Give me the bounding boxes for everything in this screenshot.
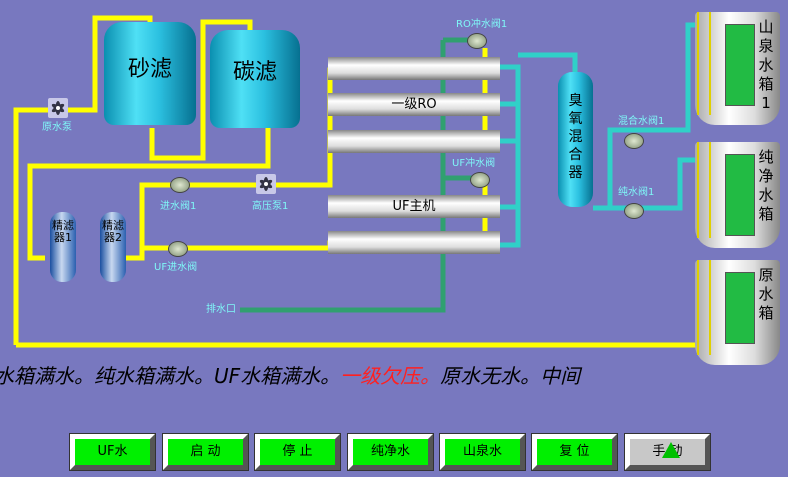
membrane-tube bbox=[328, 57, 500, 80]
ro-clean-valve1-label: RO冲水阀1 bbox=[456, 19, 508, 30]
fine-filter-2: 精滤器2 bbox=[100, 212, 126, 282]
hp-pump1-label: 高压泵1 bbox=[252, 201, 289, 212]
stop-button[interactable]: 停 止 bbox=[254, 433, 341, 471]
pure-valve1[interactable] bbox=[624, 203, 644, 219]
level-indicator bbox=[725, 154, 755, 236]
pure-water-tank: 纯净水箱 bbox=[695, 142, 780, 248]
tank-name: 原水箱 bbox=[758, 266, 774, 322]
level-indicator bbox=[725, 272, 755, 344]
spring-water-button[interactable]: 山泉水 bbox=[439, 433, 526, 471]
uf-inlet-valve[interactable] bbox=[168, 241, 188, 257]
membrane-tube bbox=[328, 130, 500, 153]
mix-valve1[interactable] bbox=[624, 133, 644, 149]
fine-filter-1: 精滤器1 bbox=[50, 212, 76, 282]
ladder bbox=[697, 142, 711, 238]
alarm-marquee: 水箱满水。纯水箱满水。UF水箱满水。一级欠压。原水无水。中间 bbox=[0, 360, 580, 389]
uf-water-button[interactable]: UF水 bbox=[69, 433, 156, 471]
inlet-valve1-label: 进水阀1 bbox=[160, 201, 197, 212]
ladder bbox=[697, 12, 711, 115]
reset-button[interactable]: 复 位 bbox=[531, 433, 618, 471]
start-button[interactable]: 启 动 bbox=[162, 433, 249, 471]
raw-water-tank: 原水箱 bbox=[695, 260, 780, 365]
uf-tube: UF主机 bbox=[328, 195, 500, 218]
raw-pump-label: 原水泵 bbox=[42, 122, 72, 133]
alarm-warning: 一级欠压。 bbox=[340, 364, 441, 388]
level-indicator bbox=[725, 24, 755, 106]
sand-filter-tank: 砂滤 bbox=[104, 22, 196, 125]
ro-tube: 一级RO bbox=[328, 93, 500, 116]
raw-pump-fan-icon[interactable] bbox=[48, 98, 68, 118]
drain-label: 排水口 bbox=[206, 304, 236, 315]
membrane-tube bbox=[328, 231, 500, 254]
ro-clean-valve1[interactable] bbox=[467, 33, 487, 49]
inlet-valve1[interactable] bbox=[170, 177, 190, 193]
uf-inlet-valve-label: UF进水阀 bbox=[154, 262, 198, 273]
uf-clean-valve-label: UF冲水阀 bbox=[452, 158, 496, 169]
pure-water-button[interactable]: 纯净水 bbox=[347, 433, 434, 471]
ozone-mixer: 臭氧混合器 bbox=[558, 72, 593, 207]
alarm-text: 原水无水。中间 bbox=[440, 364, 581, 388]
pure-valve1-label: 纯水阀1 bbox=[618, 187, 655, 198]
alarm-text: 水箱满水。纯水箱满水。UF水箱满水。 bbox=[0, 364, 341, 388]
mix-valve1-label: 混合水阀1 bbox=[618, 116, 665, 127]
manual-button[interactable]: 手 动 bbox=[624, 433, 711, 471]
manual-button-label: 手 动 bbox=[652, 444, 683, 459]
tank-name: 山泉水箱1 bbox=[758, 18, 774, 112]
ladder bbox=[697, 260, 711, 355]
spring-water-tank: 山泉水箱1 bbox=[695, 12, 780, 125]
uf-clean-valve[interactable] bbox=[470, 172, 490, 188]
carbon-filter-tank: 碳滤 bbox=[210, 30, 300, 128]
hp-pump1-fan-icon[interactable] bbox=[256, 174, 276, 194]
tank-name: 纯净水箱 bbox=[758, 148, 774, 223]
